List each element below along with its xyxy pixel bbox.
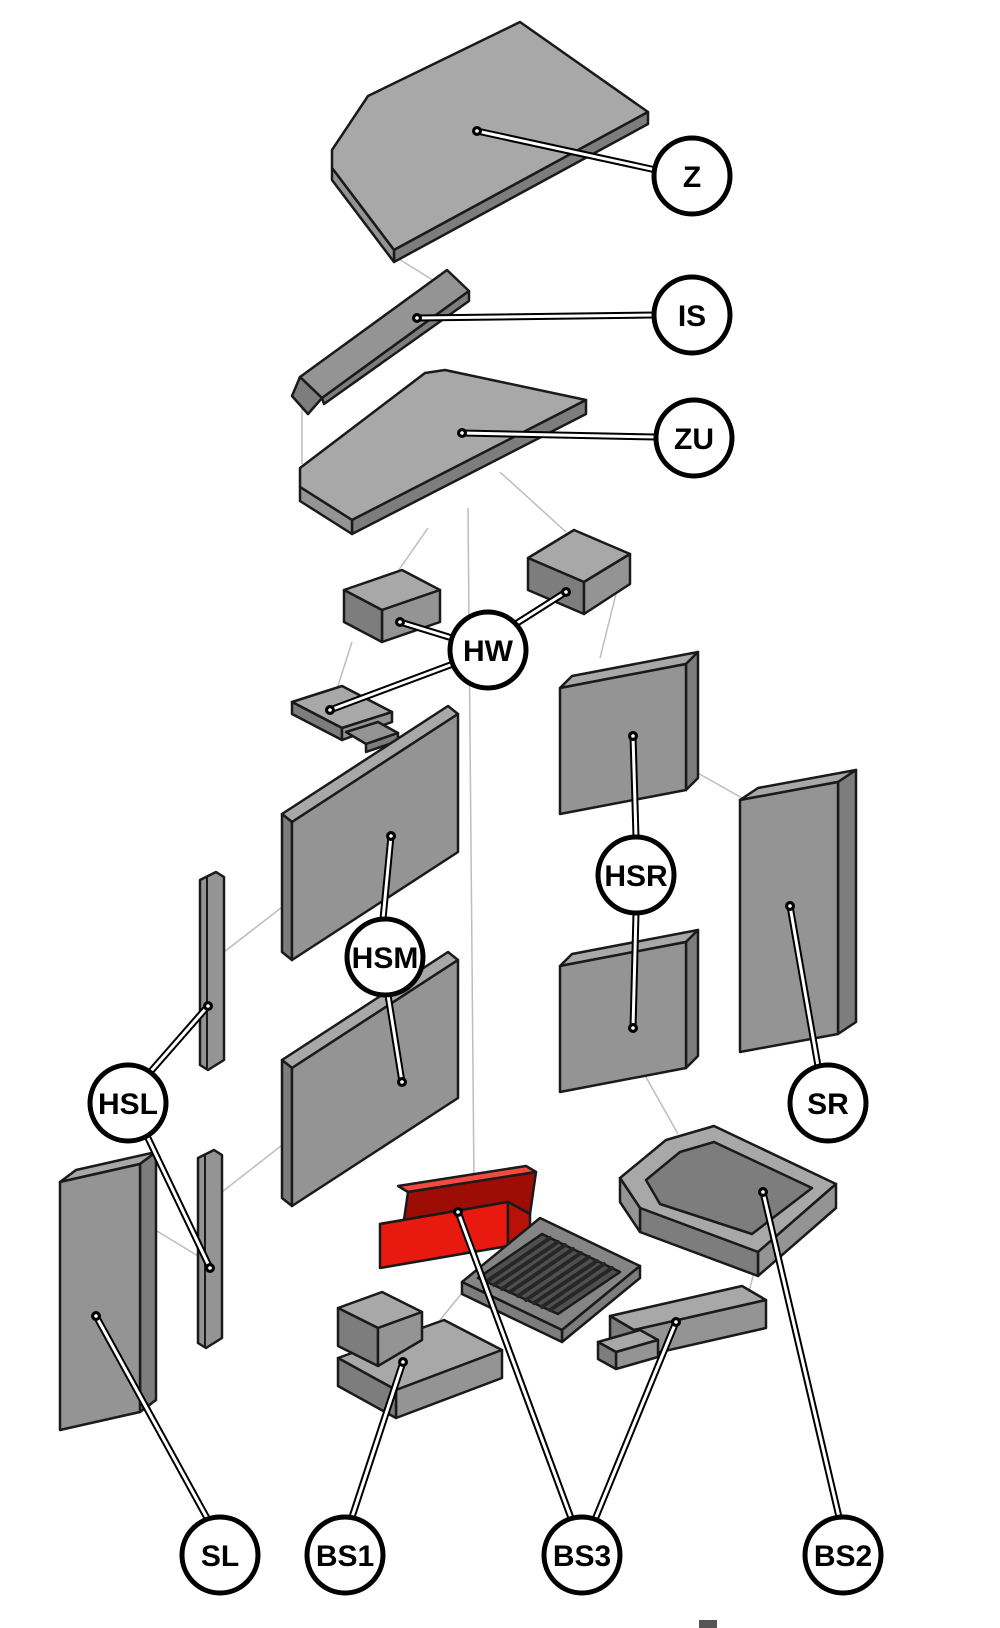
part-hw-bracket-3 xyxy=(290,684,400,754)
callout-sr[interactable]: SR xyxy=(787,1062,869,1144)
part-bs2-tray xyxy=(618,1124,838,1278)
callout-hsl-label: HSL xyxy=(98,1088,158,1121)
callout-z-label: Z xyxy=(683,161,701,194)
leader-hw-1 xyxy=(396,618,456,642)
callout-bs1-label: BS1 xyxy=(316,1540,374,1573)
callout-bs2-label: BS2 xyxy=(814,1540,872,1573)
leader-bs2 xyxy=(759,1188,843,1521)
part-sr-plate xyxy=(738,768,858,1054)
callout-zu[interactable]: ZU xyxy=(653,397,735,479)
leader-dots xyxy=(91,126,795,1367)
callout-hsm[interactable]: HSM xyxy=(344,916,426,998)
leader-sl xyxy=(92,1312,211,1522)
callout-hsr[interactable]: HSR xyxy=(595,834,677,916)
callout-is[interactable]: IS xyxy=(651,274,733,356)
part-hsl-upper-strip xyxy=(198,870,226,1072)
callout-hw[interactable]: HW xyxy=(447,609,529,691)
part-sl-plate xyxy=(58,1150,158,1432)
callout-sl[interactable]: SL xyxy=(179,1514,261,1596)
part-z-top-plate xyxy=(330,20,650,264)
callout-hsr-label: HSR xyxy=(604,860,668,893)
callout-sl-label: SL xyxy=(201,1540,239,1573)
cropped-bottom-artifact xyxy=(699,1620,717,1628)
leader-zu xyxy=(458,429,660,441)
leader-z xyxy=(473,127,660,174)
part-hw-bracket-1 xyxy=(342,568,442,644)
leader-bs1 xyxy=(348,1358,407,1521)
leader-hw-3 xyxy=(326,660,457,714)
callout-bs1[interactable]: BS1 xyxy=(304,1514,386,1596)
leader-bs3-2 xyxy=(592,1318,680,1521)
leader-hsm-1 xyxy=(379,832,395,923)
part-hsl-lower-strip xyxy=(196,1148,224,1350)
leader-lines xyxy=(92,127,843,1522)
callout-sr-label: SR xyxy=(807,1088,849,1121)
part-bs3-bar xyxy=(596,1284,768,1371)
callout-bs2[interactable]: BS2 xyxy=(802,1514,884,1596)
part-hsr-lower-plate xyxy=(558,928,700,1094)
leader-hsl-1 xyxy=(148,1002,212,1074)
part-hsr-upper-plate xyxy=(558,650,700,816)
callout-is-label: IS xyxy=(678,300,706,333)
grate-slats xyxy=(484,1236,614,1312)
part-grate-tray xyxy=(460,1216,642,1344)
leader-hsr-2 xyxy=(629,909,640,1032)
part-bs1-corner-stone xyxy=(336,1290,504,1420)
leader-is xyxy=(413,311,658,322)
callout-hw-label: HW xyxy=(463,635,514,668)
leader-hw-2 xyxy=(510,588,570,629)
callout-zu-label: ZU xyxy=(674,423,714,456)
leader-sr xyxy=(786,902,822,1070)
part-zu-plate xyxy=(298,368,588,536)
leader-bs3-1 xyxy=(454,1208,575,1522)
callout-hsl[interactable]: HSL xyxy=(87,1062,169,1144)
callout-bs3-label: BS3 xyxy=(553,1540,611,1573)
leader-hsr-1 xyxy=(629,732,640,841)
callout-hsm-label: HSM xyxy=(352,942,419,975)
leader-hsm-2 xyxy=(384,991,406,1086)
part-hsm-upper-plate xyxy=(280,704,460,962)
part-hw-bracket-2 xyxy=(526,528,632,616)
leader-hsl-2 xyxy=(144,1134,214,1272)
callout-z[interactable]: Z xyxy=(651,135,733,217)
callout-bs3[interactable]: BS3 xyxy=(541,1514,623,1596)
